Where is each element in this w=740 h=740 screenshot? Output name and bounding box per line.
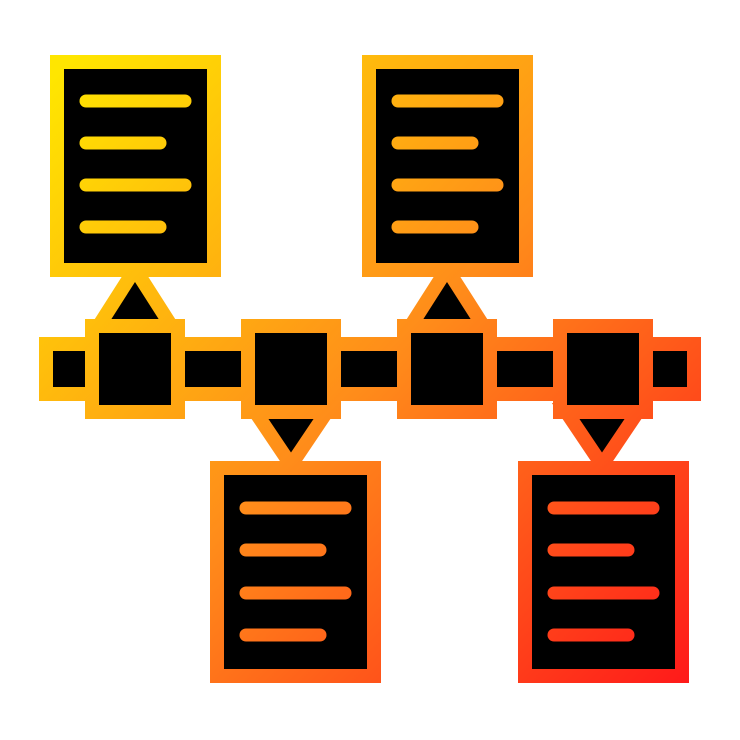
document-lines <box>391 94 504 234</box>
timeline-nodes <box>85 319 653 419</box>
connector-up-1 <box>85 255 185 334</box>
document-page <box>50 55 221 277</box>
document-lines <box>547 501 660 642</box>
timeline-node-1 <box>85 319 185 419</box>
document-top-right <box>362 55 533 277</box>
document-lines <box>239 501 352 642</box>
document-top-left <box>50 55 221 277</box>
connector-up-2 <box>397 255 497 334</box>
document-bottom-left <box>210 461 381 683</box>
document-page <box>518 461 689 683</box>
timeline-node-2 <box>241 319 341 419</box>
document-lines <box>79 94 192 234</box>
document-bottom-right <box>518 461 689 683</box>
document-page <box>362 55 533 277</box>
timeline-node-4 <box>553 319 653 419</box>
timeline-node-3 <box>397 319 497 419</box>
document-page <box>210 461 381 683</box>
